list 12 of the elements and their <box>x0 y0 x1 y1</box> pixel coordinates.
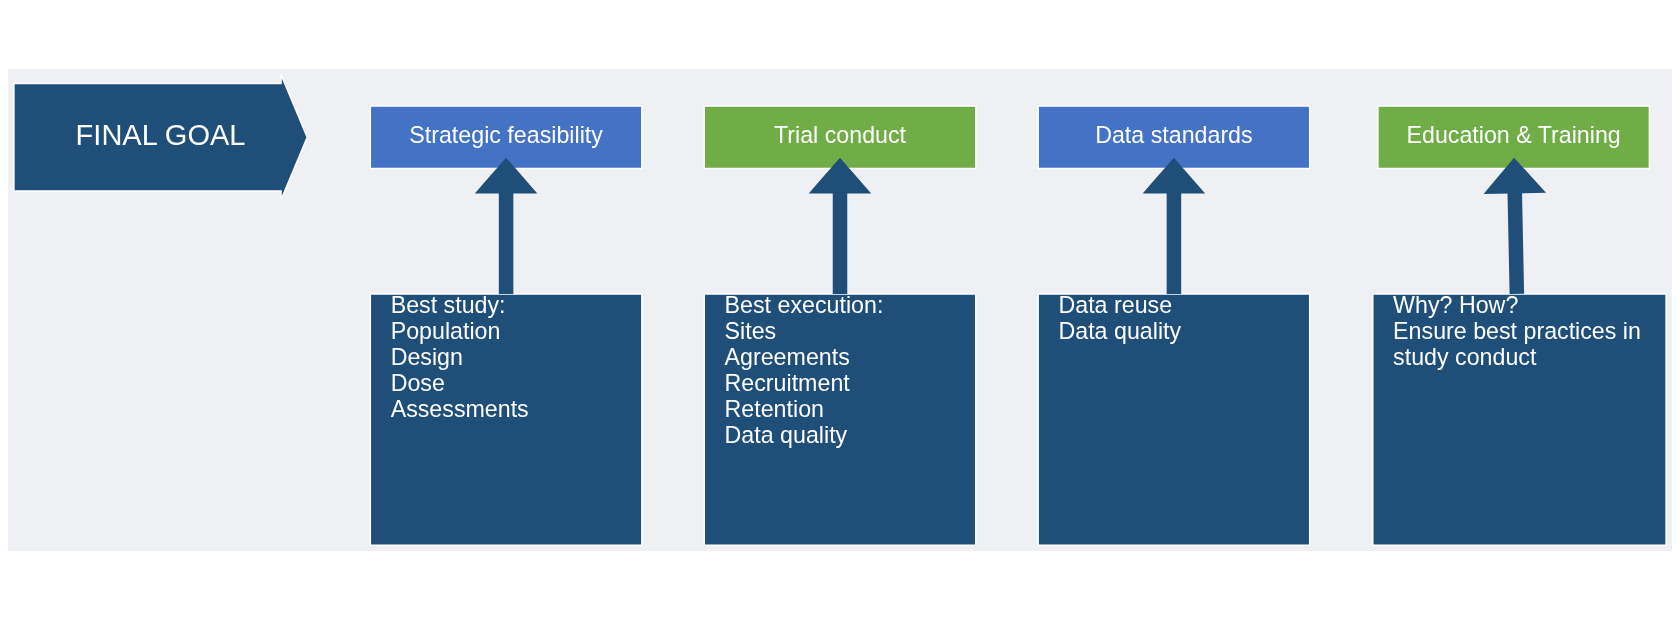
node-box: Data reuse Data quality <box>1037 293 1311 546</box>
node-box: Strategic feasibility <box>369 105 643 170</box>
node-box: Best study: Population Design Dose Assessments <box>369 293 643 546</box>
node-box: Why? How? Ensure best practices in study conduct <box>1372 293 1667 546</box>
arrow <box>1142 157 1206 294</box>
arrow <box>474 157 538 294</box>
node-box: Best execution: Sites Agreements Recruitment Retention Data quality <box>703 293 977 546</box>
arrow <box>808 157 872 294</box>
node-box: Education & Training <box>1377 105 1651 170</box>
node-box: Data standards <box>1037 105 1311 170</box>
node-box: Trial conduct <box>703 105 977 170</box>
arrow <box>1483 157 1546 295</box>
